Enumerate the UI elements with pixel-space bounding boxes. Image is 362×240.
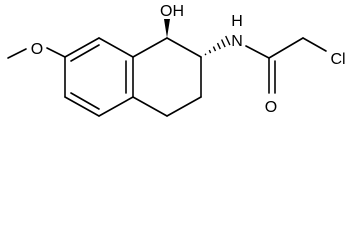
- bond-ring-c1-c2: [166, 37, 202, 58]
- carbonyl-oxygen-label: O: [265, 99, 277, 116]
- chemical-structure-diagram: O OH N H O Cl: [7, 3, 346, 117]
- wedge-bond-hydroxyl: [164, 19, 170, 38]
- bond-aromatic-1: [64, 37, 100, 58]
- bond-n-carbonyl-c: [245, 45, 270, 59]
- hydroxyl-label: OH: [160, 3, 184, 20]
- methoxy-oxygen-label: O: [31, 41, 43, 58]
- bond-carbonyl-c-ch2: [268, 37, 304, 59]
- bond-aromatic-2: [98, 37, 134, 58]
- amide-nitrogen-label: N: [231, 33, 243, 50]
- amide-hydrogen-label: H: [231, 13, 243, 30]
- bond-ring-c8a-c1: [132, 37, 168, 58]
- bond-aromatic-1-inner: [70, 44, 100, 62]
- bond-aromatic-5-inner: [70, 92, 100, 110]
- bond-aromatic-4: [98, 96, 134, 117]
- chlorine-label: Cl: [330, 51, 345, 68]
- bond-methyl-o: [7, 48, 27, 59]
- bond-ring-c4-c4a: [132, 96, 168, 117]
- bond-aromatic-5: [64, 96, 100, 117]
- hashed-bond-amide-n: [204, 35, 231, 56]
- bond-o-aryl: [46, 47, 66, 58]
- bond-ring-c3-c4: [166, 96, 202, 117]
- bond-ch2-cl: [302, 37, 327, 52]
